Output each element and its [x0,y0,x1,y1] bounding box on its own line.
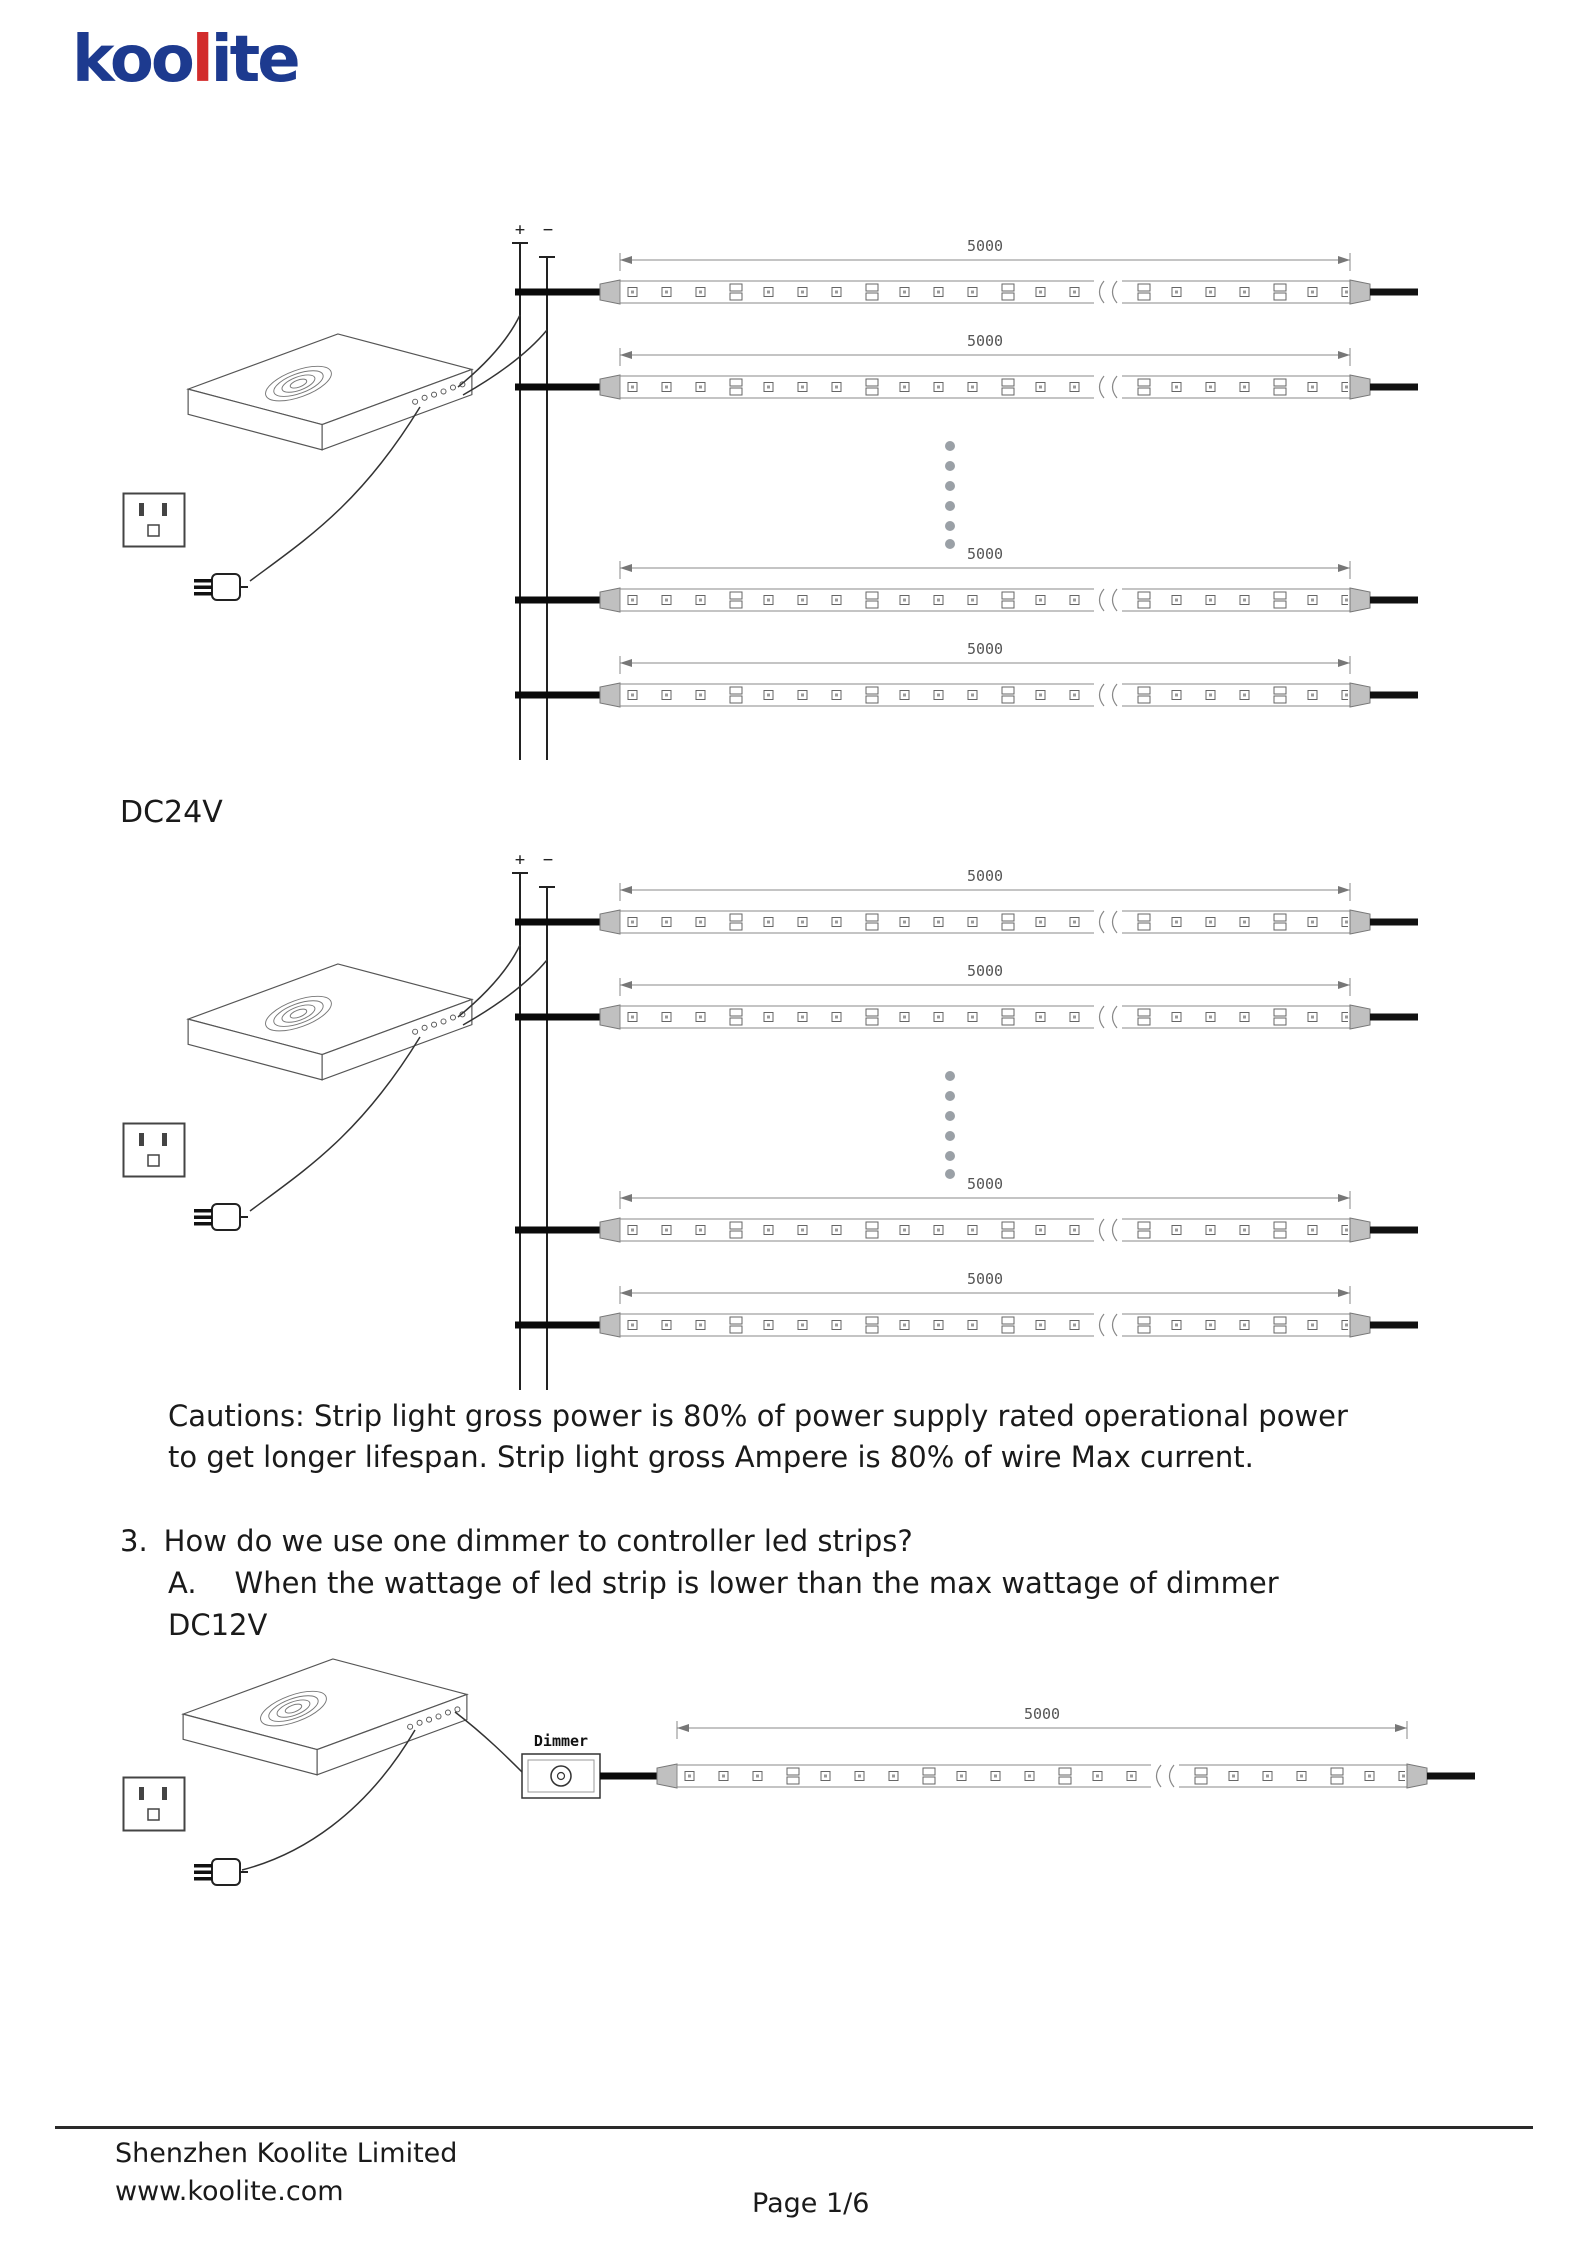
logo-text-right: ite [210,23,301,97]
dc12v-label: DC12V [168,1608,268,1642]
footer-company: Shenzhen Koolite Limited [115,2138,458,2169]
dimension-line [676,1721,1408,1739]
power-plug [193,1858,249,1886]
question-3a-text: When the wattage of led strip is lower t… [234,1566,1279,1600]
dimension-label: 5000 [1024,1705,1060,1723]
dc24v-label: DC24V [120,795,223,830]
wiring-diagram-dc24v [70,845,1520,1405]
cautions-text: Cautions: Strip light gross power is 80%… [168,1396,1348,1478]
question-3-text: How do we use one dimmer to controller l… [163,1524,913,1558]
strip-row: 5000 [600,1705,1475,1789]
led-strip [656,1763,1475,1789]
logo-text-accent: l [191,23,214,97]
logo-text-left: koo [72,23,195,97]
wall-outlet [122,1776,186,1832]
wiring-diagram-top [70,215,1520,775]
footer-page-number: Page 1/6 [752,2188,870,2219]
four-strip-diagram [124,850,1419,1390]
supply-wires [241,1711,523,1871]
cautions-line-2: to get longer lifespan. Strip light gros… [168,1440,1254,1474]
footer-divider [55,2126,1533,2129]
cautions-line-1: Cautions: Strip light gross power is 80%… [168,1399,1348,1433]
koolite-logo: koolite [72,28,301,92]
footer-website: www.koolite.com [115,2176,344,2207]
question-3-number: 3. [120,1524,148,1558]
question-3a-letter: A. [168,1566,197,1600]
question-3a: A. When the wattage of led strip is lower… [168,1566,1279,1600]
wiring-diagram-dimmer: Dimmer 5000 [122,1658,1475,1886]
question-3: 3. How do we use one dimmer to controller… [120,1524,913,1558]
power-supply [182,1658,468,1776]
dimmer: Dimmer [521,1732,601,1799]
dimmer-label: Dimmer [534,1732,588,1750]
four-strip-diagram [124,220,1419,760]
